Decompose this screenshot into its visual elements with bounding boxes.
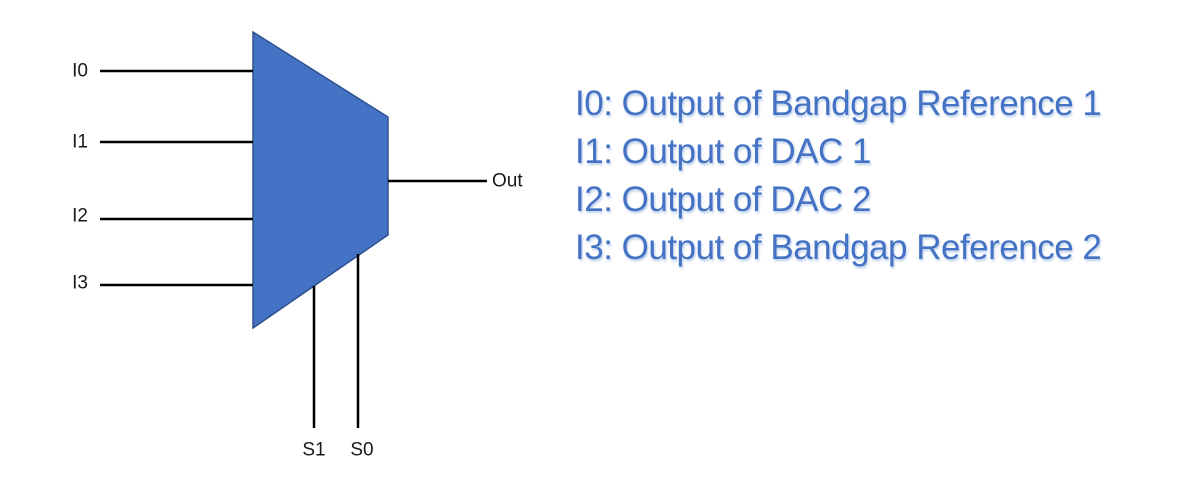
legend-line-i0: I0: Output of Bandgap Reference 1 — [575, 84, 1102, 123]
signal-legend: I0: Output of Bandgap Reference 1 I1: Ou… — [575, 80, 1175, 272]
select-label-s1: S1 — [302, 440, 325, 461]
mux-body-shape — [252, 30, 389, 330]
legend-line-i2: I2: Output of DAC 2 — [575, 180, 871, 219]
legend-line-i1: I1: Output of DAC 1 — [575, 132, 871, 171]
output-label: Out — [492, 171, 523, 192]
input-label-i3: I3 — [72, 273, 88, 294]
input-label-i2: I2 — [72, 206, 88, 227]
legend-line-i3: I3: Output of Bandgap Reference 2 — [575, 228, 1102, 267]
input-label-i1: I1 — [72, 132, 88, 153]
input-label-i0: I0 — [72, 61, 88, 82]
select-label-s0: S0 — [350, 440, 373, 461]
